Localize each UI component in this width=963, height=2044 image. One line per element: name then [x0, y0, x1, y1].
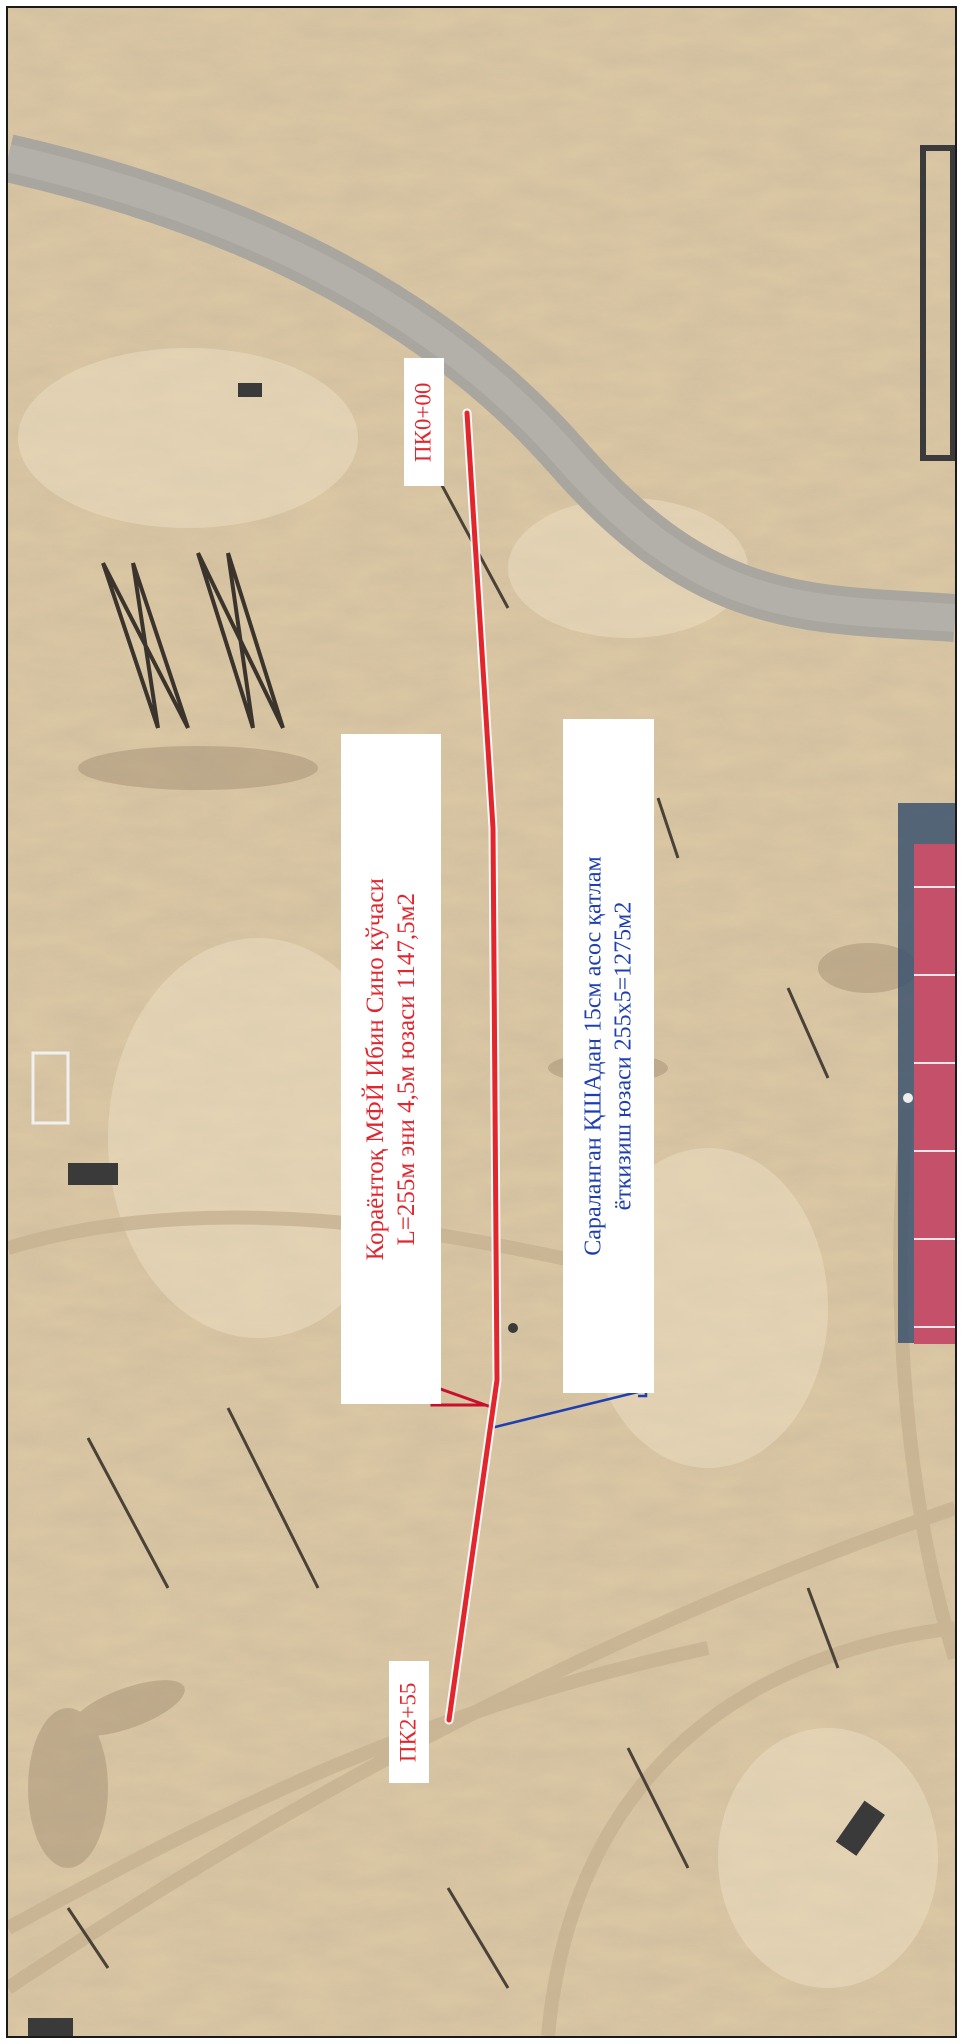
fence-outline: [31, 1051, 70, 1125]
power-pylons: [101, 552, 285, 729]
pk-end-label: ПК2+55: [389, 1661, 429, 1783]
street-note-box: Кораёнтоқ МФЙ Ибин Сино кўчаси L=255м эн…: [341, 734, 441, 1404]
red-roof-building: [914, 844, 955, 1344]
sand-dunes: [18, 348, 938, 1988]
satellite-map: [8, 8, 955, 2036]
map-frame: ПК0+00 ПК2+55 Кораёнтоқ МФЙ Ибин Сино кў…: [6, 6, 957, 2038]
utility-poles: [66, 477, 840, 1989]
pk-end-text: ПК2+55: [395, 1682, 421, 1762]
blue-leader-line: [490, 1388, 648, 1430]
route-line-red: [446, 410, 500, 1723]
small-structures: [28, 383, 913, 2036]
base-layer-note-box: Сараланган ҚШАдан 15см асос қатлам ёткиз…: [563, 719, 654, 1393]
dirt-tracks: [8, 1107, 955, 2036]
pk-start-label: ПК0+00: [404, 358, 444, 486]
compound-wall: [920, 145, 955, 461]
pk-start-text: ПК0+00: [410, 382, 436, 462]
base-layer-note-line2: ёткизиш юзаси 255х5=1275м2: [610, 901, 637, 1211]
street-note-line1: Кораёнтоқ МФЙ Ибин Сино кўчаси: [361, 877, 389, 1261]
street-note-line2: L=255м эни 4,5м юзаси 1147,5м2: [393, 892, 421, 1246]
base-layer-note-line1: Сараланган ҚШАдан 15см асос қатлам: [580, 856, 607, 1256]
